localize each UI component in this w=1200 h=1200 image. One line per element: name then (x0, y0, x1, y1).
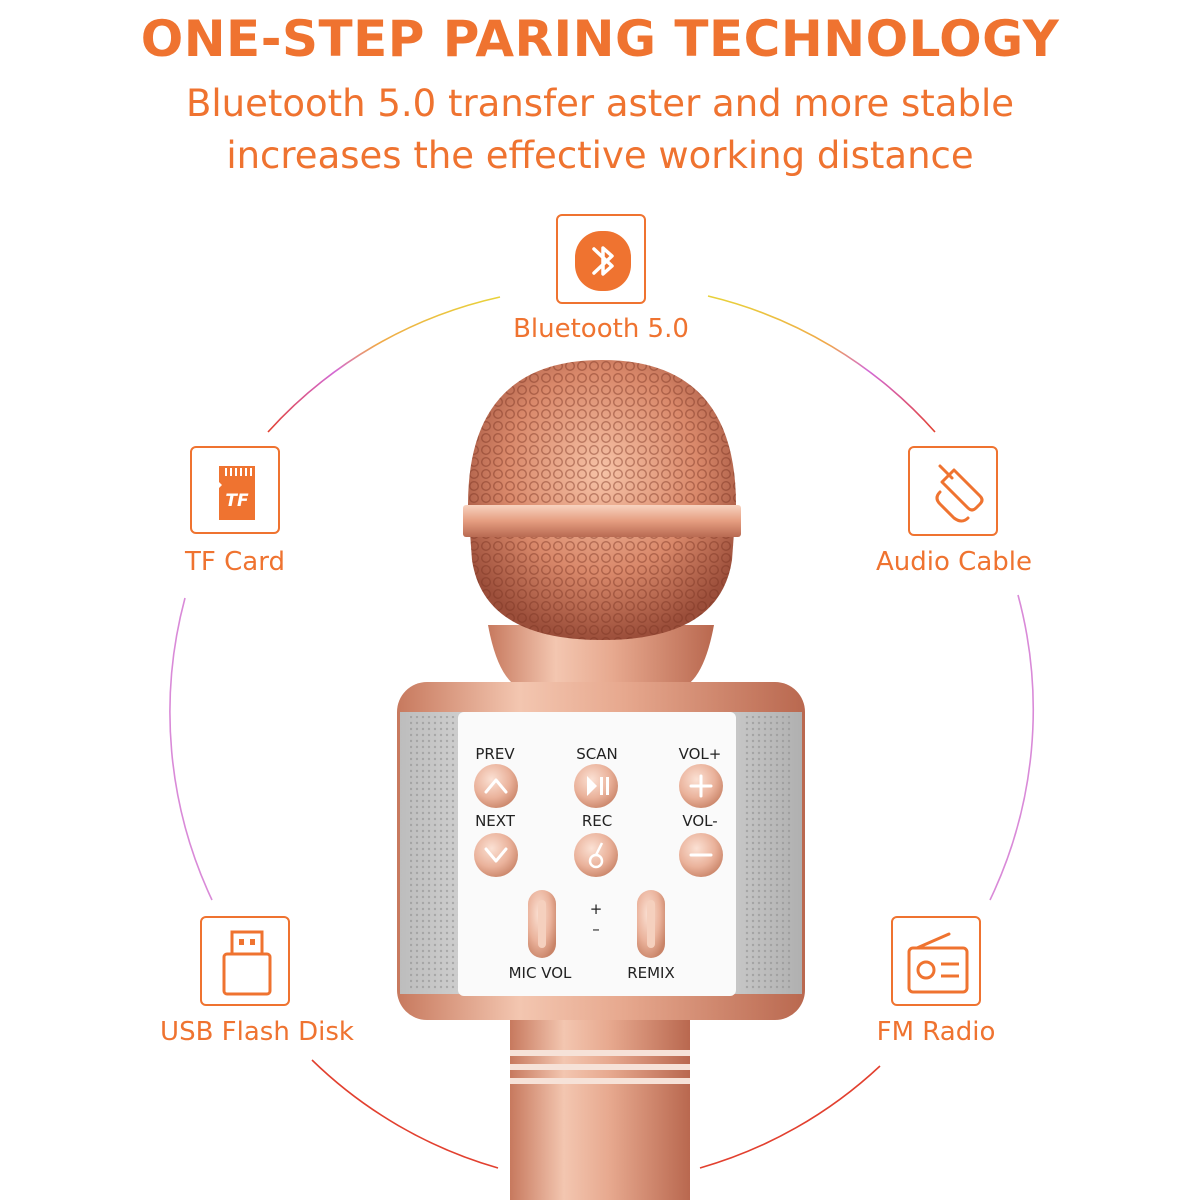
usb-flash-feature-box (200, 916, 290, 1006)
control-buttons (474, 764, 723, 958)
usb-icon (222, 930, 272, 996)
tf-card-feature-box: TF (190, 446, 280, 534)
audio-cable-feature-box (908, 446, 998, 536)
sd-card-text: TF (225, 491, 249, 511)
ring-arc-right (989, 594, 1035, 901)
mic-handle (510, 1020, 690, 1200)
remix-label: REMIX (627, 964, 675, 982)
usb-flash-label: USB Flash Disk (160, 1017, 354, 1047)
bluetooth-icon (575, 231, 631, 291)
mic-neck (488, 625, 714, 690)
bluetooth-feature-box (556, 214, 646, 304)
plus-label: + (589, 900, 603, 918)
audio-cable-label: Audio Cable (876, 547, 1032, 577)
vol-up-label: VOL+ (678, 745, 722, 763)
scan-label: SCAN (576, 745, 618, 763)
page-title: ONE-STEP PARING TECHNOLOGY (140, 10, 1060, 68)
ring-arc-top-left (267, 296, 501, 433)
fm-radio-label: FM Radio (876, 1017, 996, 1047)
next-label: NEXT (475, 812, 515, 830)
prev-label: PREV (475, 745, 515, 763)
tf-card-label: TF Card (185, 547, 285, 577)
vol-down-label: VOL- (682, 812, 718, 830)
ring-arc-top-right (707, 295, 936, 433)
ring-arc-bottom-left (311, 1059, 499, 1169)
ring-arc-bottom-right (699, 1065, 881, 1169)
audio-jack-icon (935, 464, 984, 523)
ring-arc-left (169, 597, 213, 901)
bluetooth-label: Bluetooth 5.0 (513, 314, 689, 344)
mic-head (468, 360, 736, 640)
mic-vol-label: MIC VOL (508, 964, 572, 982)
subtitle-line-1: Bluetooth 5.0 transfer aster and more st… (185, 82, 1015, 125)
fm-radio-feature-box (891, 916, 981, 1006)
subtitle-line-2: increases the effective working distance (226, 134, 974, 177)
rec-label: REC (581, 812, 613, 830)
minus-label: – (592, 920, 600, 938)
sd-card-icon: TF (219, 466, 255, 520)
radio-icon (907, 932, 969, 994)
mic-head-band (463, 505, 741, 537)
